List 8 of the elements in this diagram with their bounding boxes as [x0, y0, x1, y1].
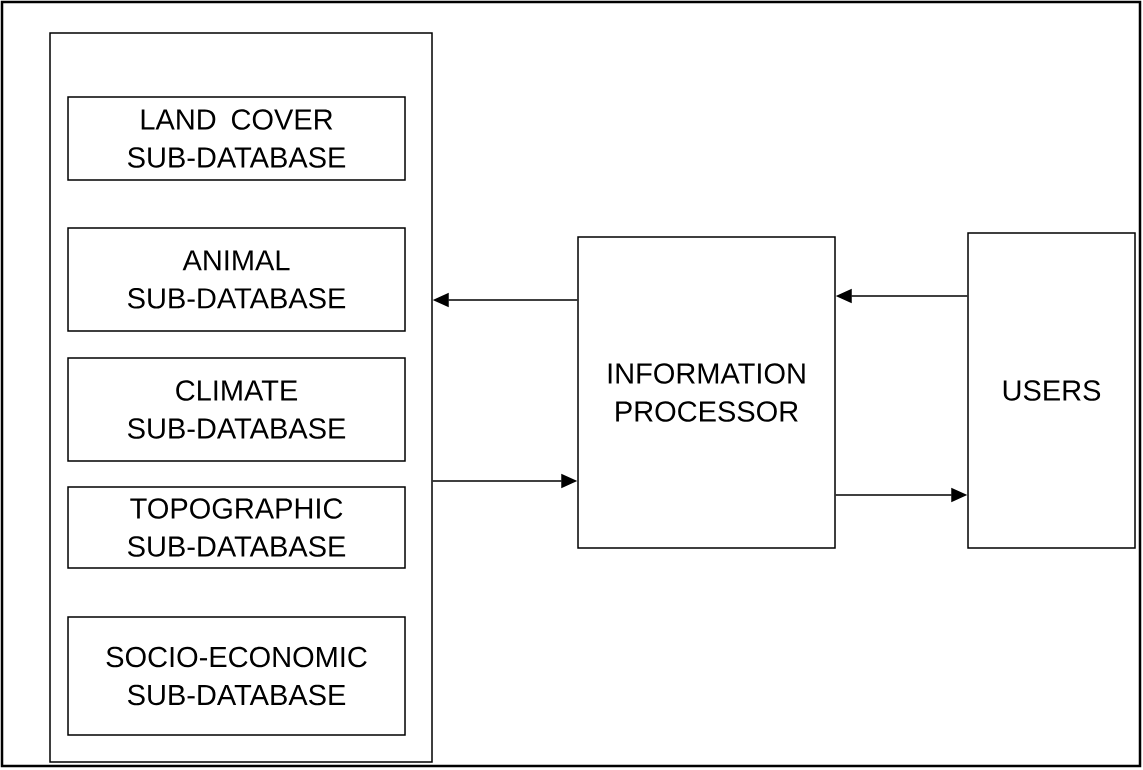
- sub-database-box: LAND COVER SUB-DATABASE: [67, 96, 406, 181]
- sub-database-box: ANIMAL SUB-DATABASE: [67, 227, 406, 332]
- sub-database-box: CLIMATE SUB-DATABASE: [67, 357, 406, 462]
- users-box: USERS: [967, 232, 1136, 549]
- processor-box: INFORMATION PROCESSOR: [577, 236, 836, 549]
- database-box: [49, 32, 433, 763]
- sub-database-box: TOPOGRAPHIC SUB-DATABASE: [67, 486, 406, 569]
- sub-database-box: SOCIO-ECONOMIC SUB-DATABASE: [67, 616, 406, 736]
